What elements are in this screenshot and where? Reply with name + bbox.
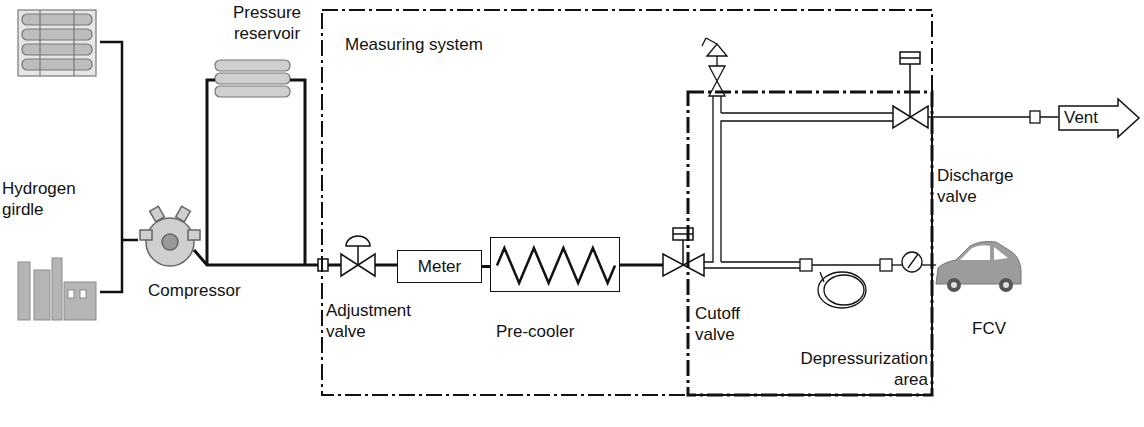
node-label: Pre-cooler: [496, 321, 574, 342]
node-label: Measuring system: [345, 34, 483, 55]
region-border: [322, 10, 932, 395]
part-label: Cutoff valve: [695, 303, 757, 346]
node-label: Meter: [398, 256, 481, 277]
car-icon: [936, 242, 1021, 293]
dispense-pipe: [704, 96, 893, 268]
source-label: Hydrogen girdle: [2, 178, 87, 221]
joint: [880, 259, 892, 271]
discharge-valve-symbol: [893, 52, 928, 128]
part-label: FCV: [972, 318, 1006, 339]
joint: [1030, 111, 1040, 123]
node-label: Vent: [1064, 107, 1098, 128]
safety-valve-symbol: [702, 38, 727, 96]
part-label: Compressor: [148, 280, 241, 301]
node-label: Depressurization area: [763, 348, 928, 391]
arrow-outline: [1059, 99, 1139, 137]
pre-cooler-box: Pre-cooler: [490, 237, 620, 292]
cutoff-valve-symbol: [663, 228, 704, 276]
hose-symbol: [812, 265, 880, 308]
measuring-system-region: Measuring systemMeterPre-coolerDepressur…: [322, 10, 932, 395]
pressure-reservoir-icon: [215, 60, 290, 97]
joint: [800, 259, 812, 271]
compressor-symbol: [140, 206, 200, 266]
gauge-symbol: [892, 252, 936, 272]
adjustment-valve-symbol: [341, 236, 375, 276]
cooling-coil: [497, 248, 615, 283]
part-label: Pressure reservoir: [226, 2, 308, 45]
part-label: Discharge valve: [937, 165, 1032, 208]
depressurization-area-region: Depressurization area: [688, 92, 932, 395]
meter-box: Meter: [397, 250, 482, 283]
supply-line: [100, 42, 138, 292]
part-label: Adjustment valve: [326, 300, 426, 343]
measuring-system-region-outline: [322, 10, 932, 395]
pre-cooler-box-outline: [491, 238, 619, 291]
region-border: [688, 92, 932, 395]
factory-icon: [18, 258, 96, 320]
tube-trailer-icon: [18, 10, 96, 76]
vent-arrow: Vent: [1058, 98, 1140, 138]
pipe-connector: [482, 265, 490, 268]
